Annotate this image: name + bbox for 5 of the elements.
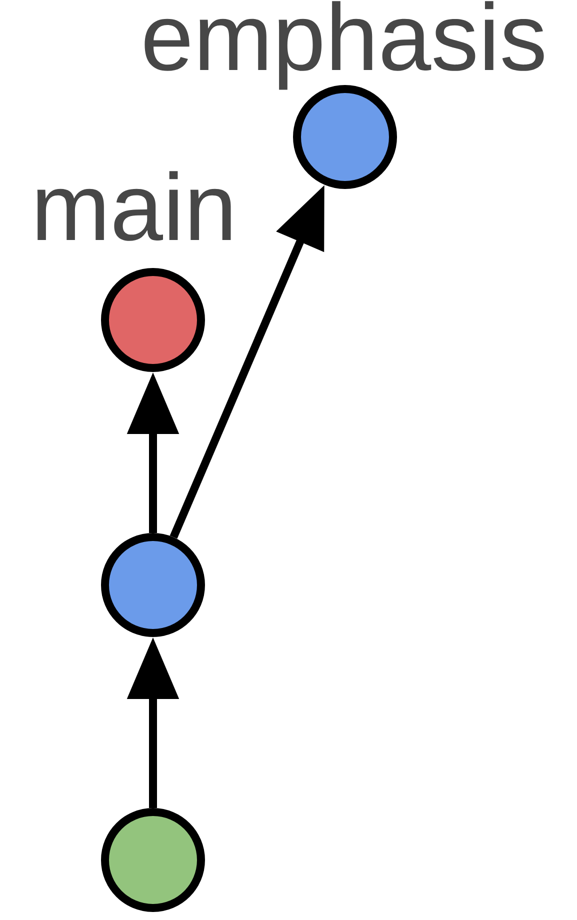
commit-circle (101, 808, 205, 912)
branch-label: emphasis (144, 1, 544, 90)
commit-circle (101, 533, 205, 637)
branch-label: main (37, 171, 231, 241)
commit-circle (101, 268, 205, 372)
